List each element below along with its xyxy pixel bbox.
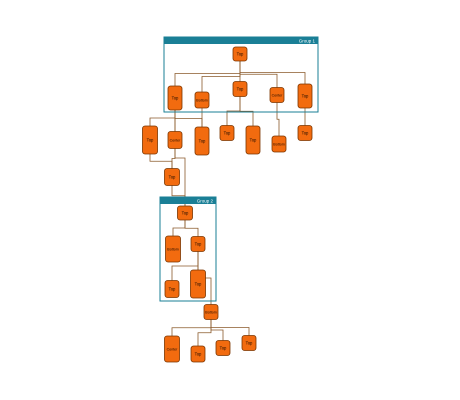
node-box <box>194 91 210 109</box>
node-n8[interactable]: Center <box>167 131 183 149</box>
edge-n20-n21 <box>171 319 212 336</box>
node-n5[interactable]: Center <box>269 87 285 103</box>
node-n14[interactable]: Top <box>164 168 180 186</box>
node-label: Top <box>172 96 179 101</box>
node-label: Top <box>246 341 253 346</box>
node-box <box>165 235 181 263</box>
node-n24[interactable]: Top <box>241 335 257 351</box>
node-label: Top <box>182 211 189 216</box>
node-label: Center <box>167 348 179 352</box>
edge-n1-n6 <box>239 61 306 84</box>
node-n4[interactable]: Top <box>232 81 248 97</box>
node-label: Top <box>147 138 154 143</box>
node-box <box>177 205 193 221</box>
node-box <box>164 335 180 363</box>
node-label: Top <box>195 242 202 247</box>
node-n17[interactable]: Top <box>190 236 206 252</box>
node-box <box>164 280 180 298</box>
node-label: Center <box>272 94 284 98</box>
node-label: Top <box>220 346 227 351</box>
group-g2[interactable]: Group 2 <box>159 196 217 302</box>
node-box <box>190 236 206 252</box>
node-n15[interactable]: Top <box>177 205 193 221</box>
node-box <box>194 126 210 156</box>
node-n6[interactable]: Top <box>297 83 313 109</box>
node-n13[interactable]: Top <box>297 125 313 141</box>
node-box <box>232 46 248 62</box>
node-box <box>269 87 285 103</box>
node-box <box>215 340 231 356</box>
edge-n2-n9 <box>174 110 203 127</box>
node-n2[interactable]: Top <box>167 85 183 111</box>
node-label: Top <box>169 287 176 292</box>
node-box <box>232 81 248 97</box>
group-g1[interactable]: Group 1 <box>163 36 319 113</box>
edge-n20-n24 <box>210 319 250 336</box>
edge-n15-n16 <box>172 220 186 236</box>
node-box <box>245 125 261 155</box>
group-label: Group 1 <box>299 39 316 44</box>
node-label: Top <box>224 131 231 136</box>
node-box <box>167 85 183 111</box>
node-n3[interactable]: Bottom <box>194 91 210 109</box>
node-label: Top <box>302 94 309 99</box>
edge-n8-n14 <box>171 148 176 169</box>
node-label: Top <box>237 87 244 92</box>
edges-layer <box>149 61 306 346</box>
node-box <box>164 168 180 186</box>
node-n20[interactable]: Bottom <box>203 304 219 320</box>
node-n1[interactable]: Top <box>232 46 248 62</box>
node-label: Bottom <box>205 311 216 315</box>
node-box <box>190 269 206 299</box>
node-n19[interactable]: Top <box>190 269 206 299</box>
node-n16[interactable]: Bottom <box>165 235 181 263</box>
edge-n5-n12 <box>276 102 280 136</box>
node-label: Center <box>170 139 182 143</box>
node-box <box>142 125 158 155</box>
edge-n7-n14 <box>149 154 173 169</box>
node-label: Bottom <box>273 143 284 147</box>
node-label: Top <box>199 139 206 144</box>
edge-n2-n15 <box>174 110 186 206</box>
node-label: Top <box>169 175 176 180</box>
node-n21[interactable]: Center <box>164 335 180 363</box>
edge-n4-n10 <box>226 96 241 126</box>
node-box <box>167 131 183 149</box>
node-n11[interactable]: Top <box>245 125 261 155</box>
node-label: Top <box>237 52 244 57</box>
node-label: Top <box>302 131 309 136</box>
node-label: Top <box>250 138 257 143</box>
node-n7[interactable]: Top <box>142 125 158 155</box>
node-label: Top <box>195 352 202 357</box>
group-header <box>160 197 216 204</box>
node-n18[interactable]: Top <box>164 280 180 298</box>
node-box <box>241 335 257 351</box>
node-box <box>297 125 313 141</box>
node-n23[interactable]: Top <box>215 340 231 356</box>
node-label: Top <box>195 282 202 287</box>
node-box <box>271 135 287 153</box>
edge-n1-n2 <box>174 61 241 86</box>
edge-n20-n22 <box>197 319 212 346</box>
node-label: Bottom <box>196 99 207 103</box>
node-box <box>219 125 235 141</box>
node-n9[interactable]: Top <box>194 126 210 156</box>
node-n12[interactable]: Bottom <box>271 135 287 153</box>
node-n22[interactable]: Top <box>190 345 206 363</box>
edge-n20-n23 <box>210 319 224 341</box>
node-box <box>203 304 219 320</box>
node-box <box>190 345 206 363</box>
edge-n15-n17 <box>184 220 199 237</box>
edge-n4-n11 <box>239 96 254 126</box>
groups-layer: Group 1 Group 2 <box>159 36 319 302</box>
group-header <box>164 37 318 44</box>
node-n10[interactable]: Top <box>219 125 235 141</box>
group-label: Group 2 <box>197 199 214 204</box>
node-box <box>297 83 313 109</box>
node-label: Bottom <box>167 248 178 252</box>
